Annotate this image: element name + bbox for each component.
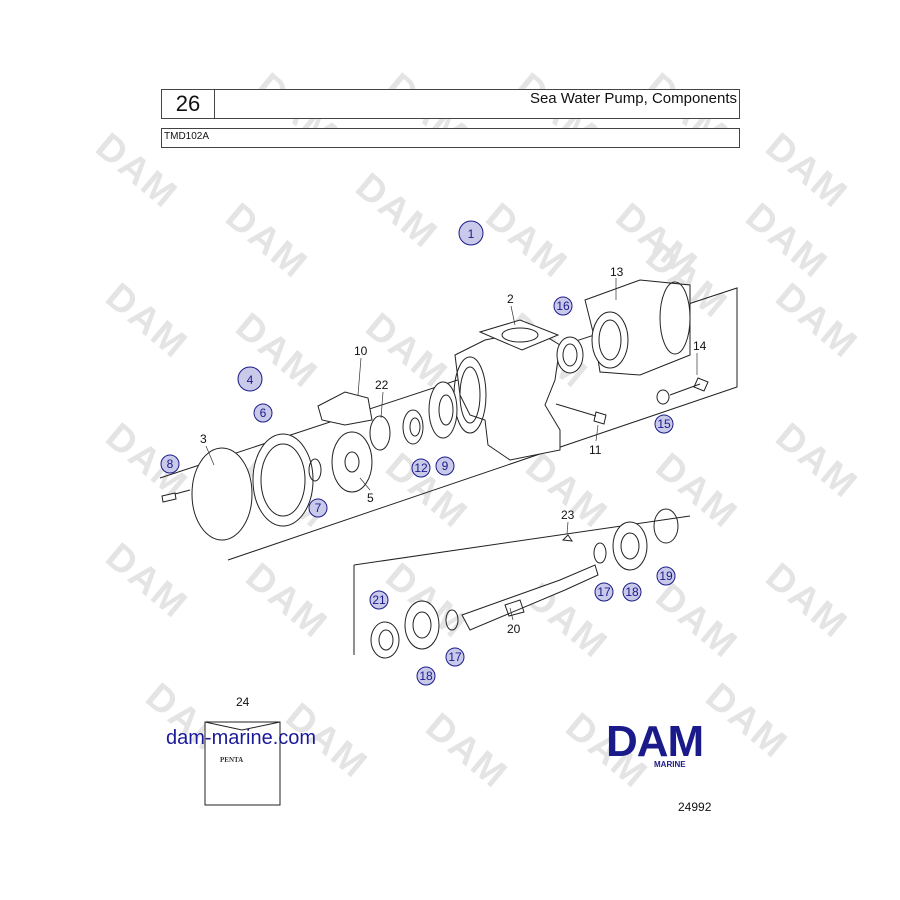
label-5: 5 [367,491,374,505]
flange-pipe [584,279,691,376]
label-14: 14 [693,339,707,353]
callout-1: 1 [468,227,475,241]
model-bar: TMD102A [161,128,740,148]
callout-18-upper: 18 [625,585,639,599]
section-number: 26 [162,90,215,118]
label-3: 3 [200,432,207,446]
callout-8: 8 [167,457,174,471]
shaft [461,564,599,631]
figure-number: 24992 [678,800,712,814]
label-22: 22 [375,378,389,392]
callout-7: 7 [315,501,322,515]
label-23: 23 [561,508,575,522]
callout-16: 16 [556,299,570,313]
label-20: 20 [507,622,521,636]
frame-upper [159,287,738,561]
callout-17-upper: 17 [597,585,611,599]
callout-15: 15 [657,417,671,431]
callout-21: 21 [372,593,386,607]
callout-9: 9 [442,459,449,473]
page-title: Sea Water Pump, Components [529,90,737,107]
header-bar: 26 Sea Water Pump, Components [161,89,740,119]
callout-4: 4 [247,373,254,387]
callout-17-lower: 17 [448,650,462,664]
impeller [331,431,373,493]
label-24: 24 [236,695,250,709]
callout-19: 19 [659,569,673,583]
circled-labels [160,220,676,686]
label-11: 11 [589,443,602,457]
circled-label-text: 1 4 6 7 8 9 12 15 16 17 17 18 18 19 21 [167,227,673,683]
label-2: 2 [507,292,514,306]
website-text: dam-marine.com [166,727,317,749]
callout-12: 12 [414,461,428,475]
callout-6: 6 [260,406,267,420]
callout-18-lower: 18 [419,669,433,683]
leader-lines [205,278,698,621]
kit-label: PENTA [220,756,243,764]
part-labels: 2 3 5 10 11 13 14 20 22 23 24 [200,265,707,709]
label-13: 13 [610,265,624,279]
label-10: 10 [354,344,368,358]
logo-subtitle: MARINE [654,760,686,769]
model-label: TMD102A [164,131,210,142]
dam-logo: DAM [606,717,704,766]
pump-housing [453,319,561,461]
